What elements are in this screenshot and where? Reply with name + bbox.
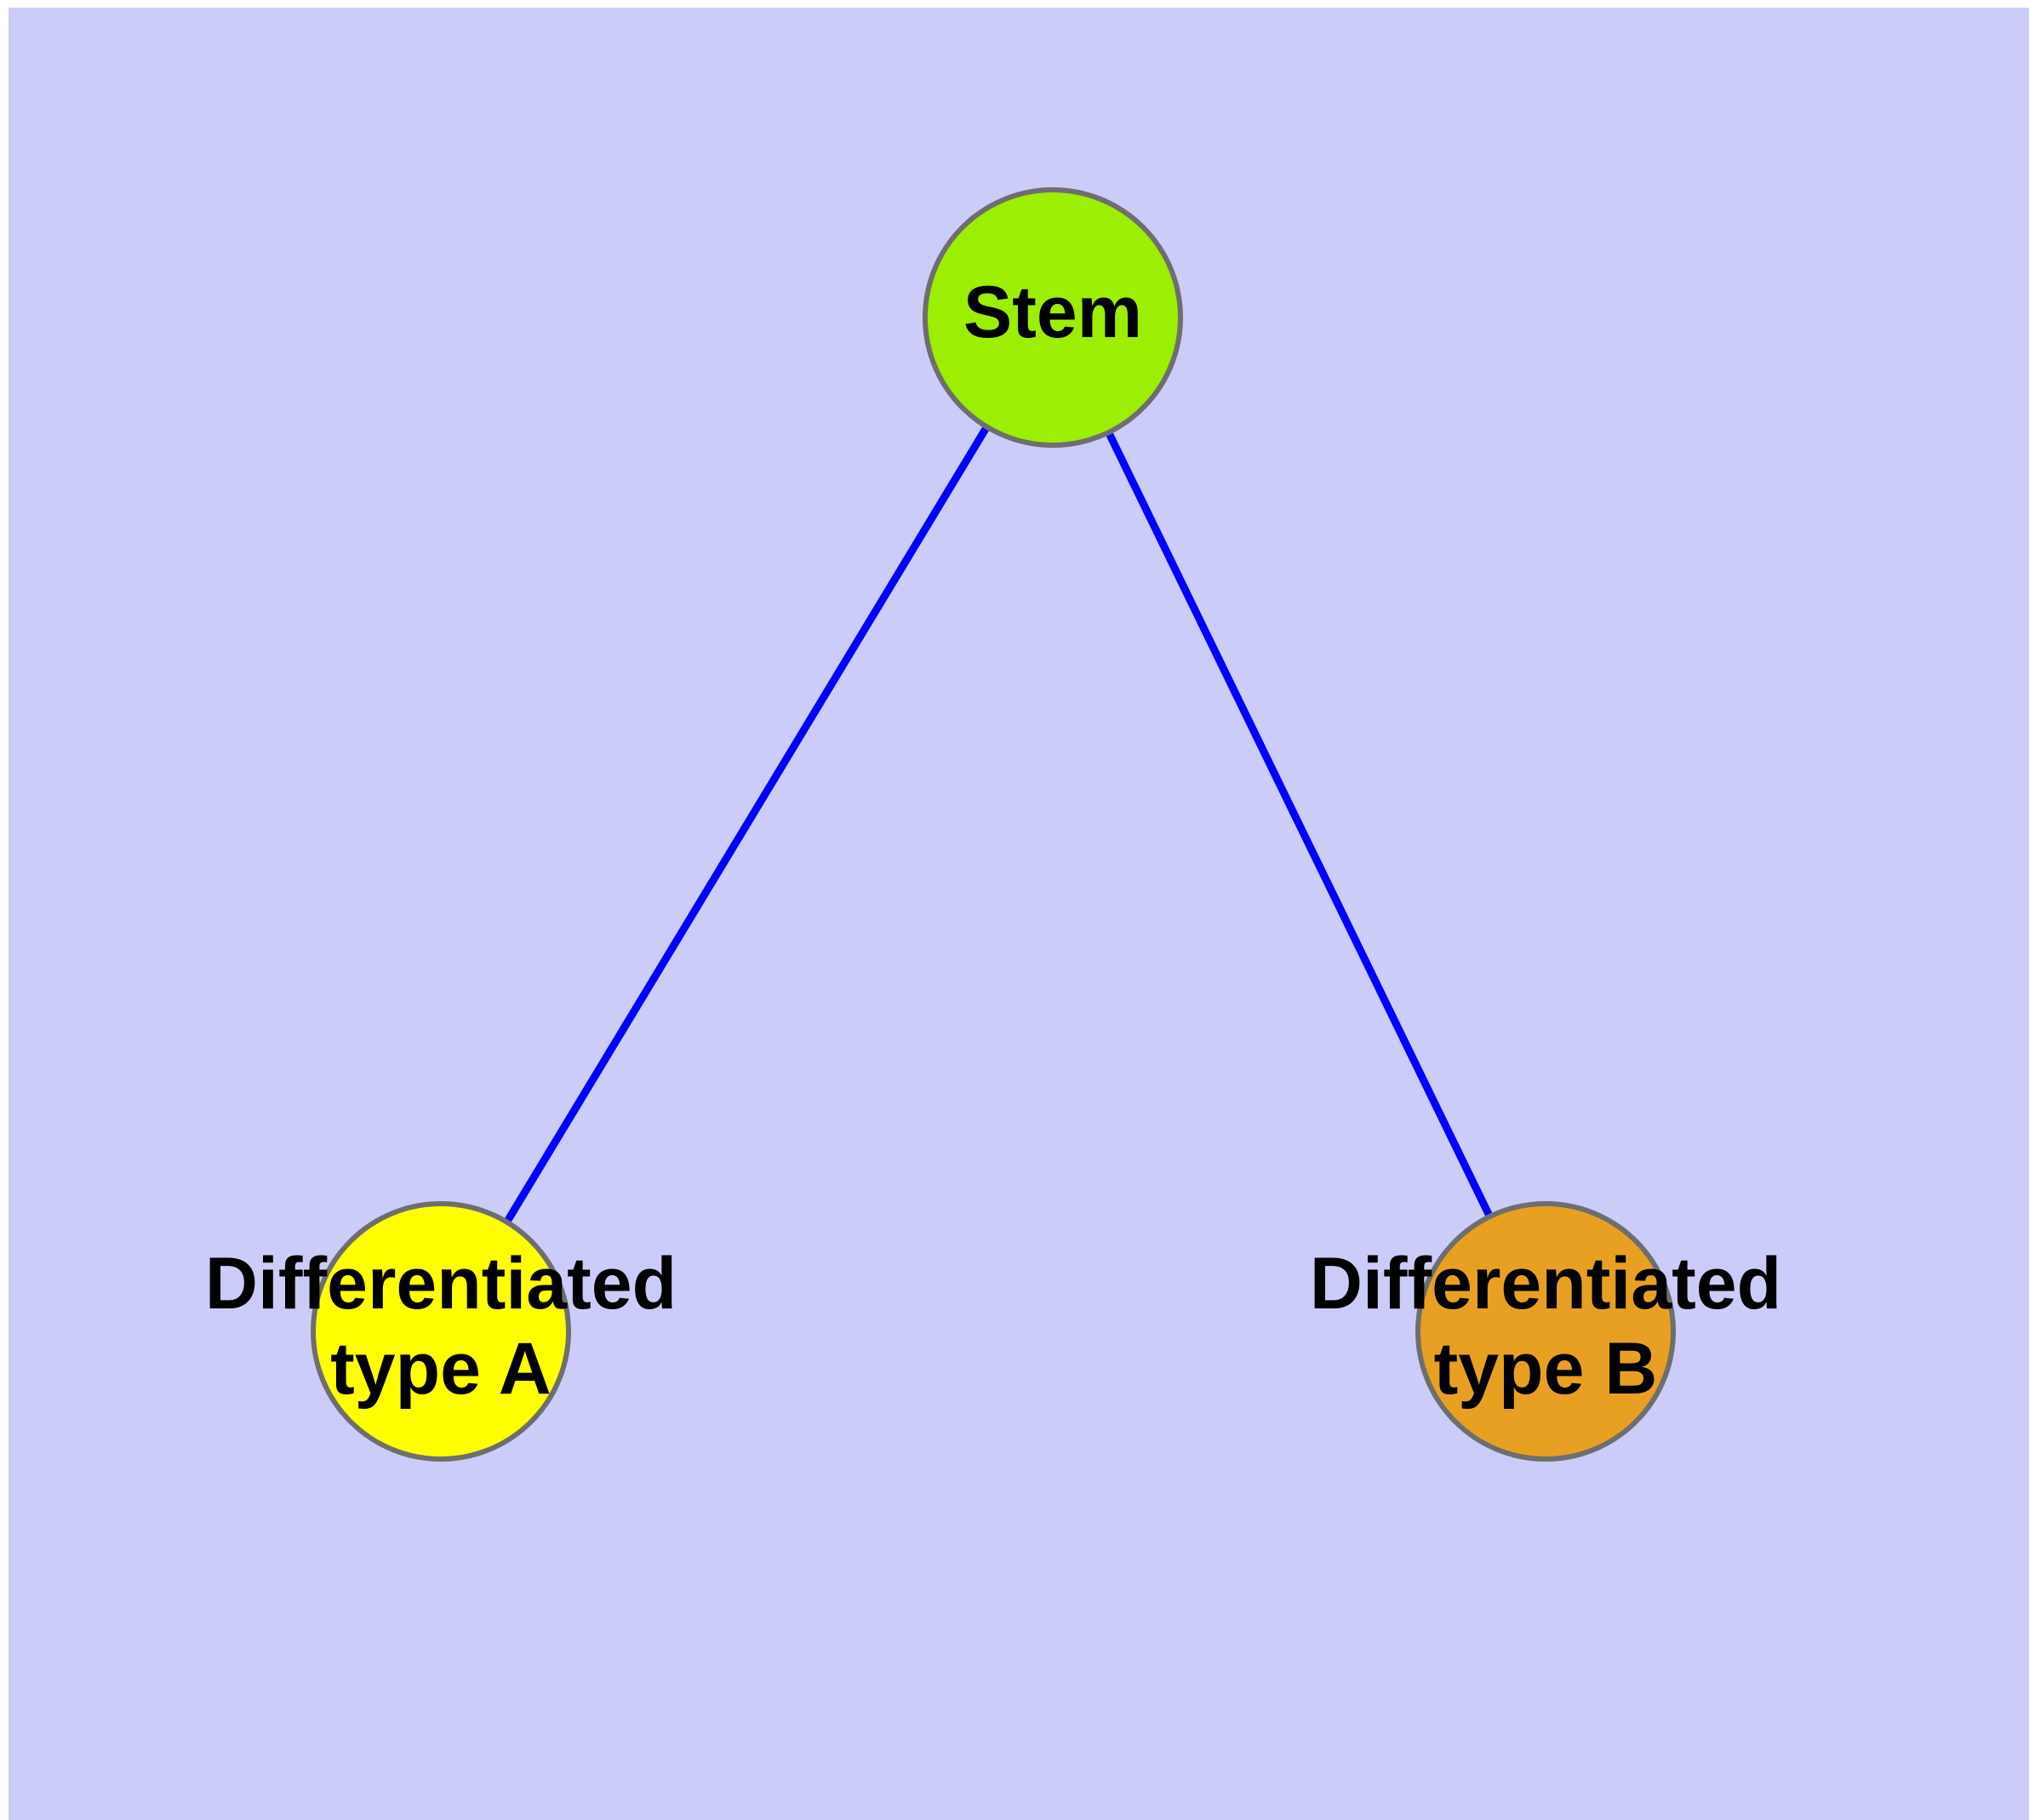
edge-stem-to-diff_a xyxy=(505,426,989,1222)
node-label-line: type B xyxy=(1434,1328,1658,1410)
nodes-layer xyxy=(311,187,1676,1462)
edge-stem-to-diff_b xyxy=(1106,432,1493,1216)
edges-layer xyxy=(505,426,1493,1222)
node-label-line: Differentiated xyxy=(205,1243,677,1325)
node-stem[interactable] xyxy=(923,187,1183,448)
node-diff_b[interactable] xyxy=(1415,1201,1676,1462)
node-label-line: Differentiated xyxy=(1310,1243,1781,1325)
node-diff_a[interactable] xyxy=(311,1201,571,1462)
node-label-line: Stem xyxy=(963,272,1142,353)
node-label-line: type A xyxy=(330,1328,552,1410)
node-label-stem: Stem xyxy=(963,272,1142,353)
